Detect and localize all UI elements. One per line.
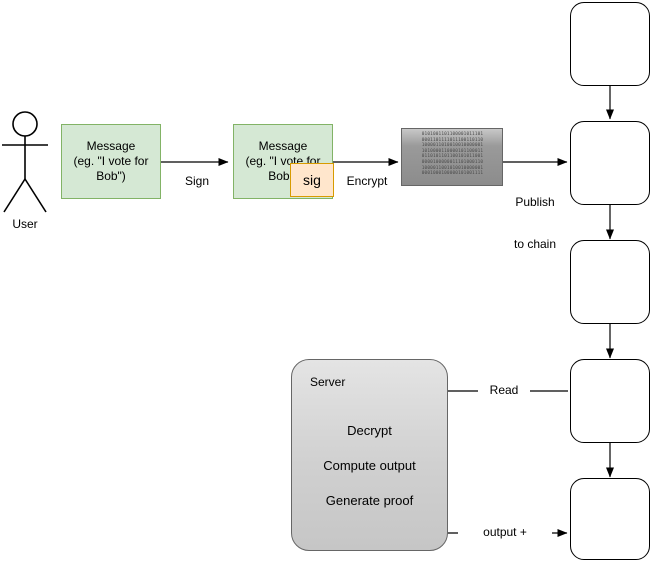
actor-leg-right	[24, 178, 47, 213]
server-step-generate-proof: Generate proof	[325, 493, 414, 508]
server-box[interactable]: Server	[291, 359, 448, 551]
ciphertext-line-3: 1000011010010010000001	[421, 143, 484, 149]
signature-box[interactable]: sig	[290, 163, 334, 197]
message-line-2: (eg. "I vote for	[73, 154, 149, 168]
server-step-compute-output: Compute output	[323, 458, 416, 473]
actor-head	[12, 111, 38, 137]
signed-line-1: Message	[258, 139, 308, 153]
chain-block-4[interactable]	[570, 359, 650, 443]
ciphertext-line-5: 0110101101100101011001	[421, 154, 484, 160]
message-plaintext-box[interactable]: Message (eg. "I vote for Bob")	[61, 124, 161, 199]
ciphertext-line-4: 1010000110000101100011	[421, 148, 484, 154]
message-signed-box[interactable]: Message (eg. "I vote for Bob")	[233, 124, 333, 199]
ciphertext-line-8: 0001000100000101001111	[421, 171, 484, 177]
ciphertext-line-7: 1000011001010010000001	[421, 165, 484, 171]
ciphertext-line-2: 0001101111011100110110	[421, 137, 484, 143]
actor-leg-left	[3, 178, 26, 213]
server-step-decrypt: Decrypt	[347, 423, 392, 438]
edge-label-read: Read	[478, 383, 530, 397]
chain-block-1[interactable]	[570, 2, 650, 86]
publish-line-2: to chain	[513, 237, 557, 251]
chain-block-5[interactable]	[570, 478, 650, 560]
message-line-1: Message	[86, 139, 136, 153]
ciphertext-line-6: 0000100000011101000110	[421, 159, 484, 165]
chain-block-3[interactable]	[570, 240, 650, 324]
ciphertext-line-1: 0101001101100001011101	[421, 132, 484, 137]
ciphertext-block[interactable]: 0101001101100001011101 00011011110111001…	[401, 128, 503, 186]
output-proof-line-1: output +	[483, 525, 527, 539]
edge-label-publish-to-chain: Publish to chain	[505, 167, 565, 279]
edge-label-encrypt: Encrypt	[339, 174, 395, 188]
chain-block-2[interactable]	[570, 121, 650, 205]
message-line-3: Bob")	[96, 169, 126, 183]
actor-label: User	[12, 217, 38, 231]
edge-label-output-proof: output + proof	[458, 497, 552, 561]
message-plaintext-text: Message (eg. "I vote for Bob")	[71, 139, 152, 184]
edge-label-sign: Sign	[176, 174, 218, 188]
server-title: Server	[310, 375, 346, 389]
publish-line-1: Publish	[515, 195, 555, 209]
signature-label: sig	[303, 172, 321, 188]
